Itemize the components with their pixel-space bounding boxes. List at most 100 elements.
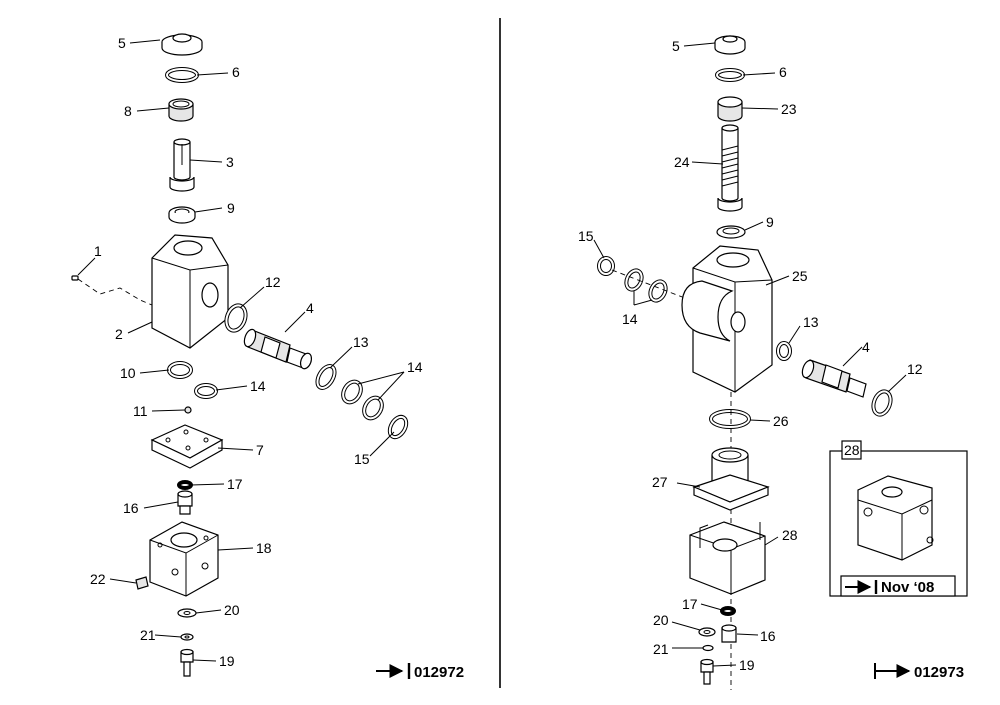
callout-27: 27 xyxy=(652,474,668,490)
part-o-ring xyxy=(167,361,193,379)
callout-9: 9 xyxy=(766,214,774,230)
callout-5: 5 xyxy=(672,38,680,54)
part-plug xyxy=(714,35,746,55)
right-exploded-view: 28 Nov ‘08 xyxy=(578,35,968,690)
part-o-ring xyxy=(709,409,751,429)
part-mounting-bracket xyxy=(689,521,766,595)
serial-marker-left: 012972 xyxy=(376,663,464,681)
left-exploded-view: 5 6 8 3 9 1 2 12 4 13 14 10 14 11 15 7 1… xyxy=(71,33,464,681)
part-o-ring xyxy=(871,389,893,417)
callout-23: 23 xyxy=(781,101,797,117)
callout-15: 15 xyxy=(578,228,594,244)
part-backup-ring xyxy=(624,268,668,303)
callout-22: 22 xyxy=(90,571,106,587)
part-plug xyxy=(135,576,149,590)
part-valve-block xyxy=(149,521,219,597)
callout-4: 4 xyxy=(306,300,314,316)
callout-21: 21 xyxy=(653,641,669,657)
part-o-ring xyxy=(165,67,199,83)
part-valve-housing xyxy=(681,245,773,393)
callout-25: 25 xyxy=(792,268,808,284)
callout-16: 16 xyxy=(123,500,139,516)
part-snap-ring xyxy=(597,256,615,276)
callout-12: 12 xyxy=(907,361,923,377)
callout-28: 28 xyxy=(782,527,798,543)
part-fitting xyxy=(177,490,193,515)
callout-16: 16 xyxy=(760,628,776,644)
callout-13: 13 xyxy=(353,334,369,350)
part-washer xyxy=(720,606,736,616)
callout-14: 14 xyxy=(250,378,266,394)
callout-18: 18 xyxy=(256,540,272,556)
left-leader-lines xyxy=(77,39,405,662)
part-bolt xyxy=(700,658,714,685)
part-o-ring xyxy=(715,68,745,82)
callout-14: 14 xyxy=(622,311,638,327)
part-flange-adapter xyxy=(692,447,770,511)
inset-number: 28 xyxy=(844,442,860,458)
callout-21: 21 xyxy=(140,627,156,643)
inset-bracket-drawing xyxy=(857,475,934,561)
callout-6: 6 xyxy=(779,64,787,80)
part-backup-ring xyxy=(194,383,218,399)
callout-8: 8 xyxy=(124,103,132,119)
part-seal xyxy=(168,206,196,224)
callout-4: 4 xyxy=(862,339,870,355)
serial-number-left: 012972 xyxy=(414,664,464,681)
part-washer xyxy=(180,633,194,641)
callout-7: 7 xyxy=(256,442,264,458)
callout-3: 3 xyxy=(226,154,234,170)
serial-marker-right: 012973 xyxy=(874,663,964,681)
part-bolt xyxy=(180,648,194,677)
callout-26: 26 xyxy=(773,413,789,429)
inset-note: Nov ‘08 xyxy=(881,579,934,596)
callout-17: 17 xyxy=(682,596,698,612)
part-seal xyxy=(716,225,746,239)
callout-5: 5 xyxy=(118,35,126,51)
part-valve-housing xyxy=(151,234,229,349)
part-plunger xyxy=(243,328,313,370)
part-washer xyxy=(177,480,193,490)
part-plate xyxy=(150,424,224,469)
callout-15: 15 xyxy=(354,451,370,467)
part-washer xyxy=(177,608,197,618)
serial-number-right: 012973 xyxy=(914,664,964,681)
callout-9: 9 xyxy=(227,200,235,216)
callout-13: 13 xyxy=(803,314,819,330)
part-backup-ring xyxy=(341,379,384,421)
part-spring-plunger xyxy=(717,124,743,212)
part-ball xyxy=(184,406,192,414)
right-leader-lines xyxy=(593,42,907,667)
part-snap-ring xyxy=(387,414,409,440)
inset-detail-box: 28 Nov ‘08 xyxy=(829,440,968,597)
part-o-ring xyxy=(776,341,792,361)
left-callouts: 5 6 8 3 9 1 2 12 4 13 14 10 14 11 15 7 1… xyxy=(90,35,423,669)
part-washer xyxy=(702,644,714,652)
part-plug xyxy=(161,33,203,56)
part-plunger xyxy=(801,359,867,398)
callout-20: 20 xyxy=(224,602,240,618)
callout-20: 20 xyxy=(653,612,669,628)
part-pin xyxy=(71,275,153,306)
part-spool xyxy=(169,138,195,192)
part-bushing xyxy=(717,96,743,122)
callout-17: 17 xyxy=(227,476,243,492)
callout-24: 24 xyxy=(674,154,690,170)
part-fitting xyxy=(721,624,737,643)
callout-19: 19 xyxy=(219,653,235,669)
assembly-path xyxy=(611,269,691,301)
callout-1: 1 xyxy=(94,243,102,259)
callout-19: 19 xyxy=(739,657,755,673)
callout-11: 11 xyxy=(133,403,148,419)
callout-6: 6 xyxy=(232,64,240,80)
callout-12: 12 xyxy=(265,274,281,290)
callout-10: 10 xyxy=(120,365,136,381)
callout-14: 14 xyxy=(407,359,423,375)
part-o-ring xyxy=(224,303,248,333)
callout-2: 2 xyxy=(115,326,123,342)
part-washer xyxy=(698,627,716,637)
part-bushing xyxy=(168,98,194,122)
part-o-ring xyxy=(315,364,337,390)
right-callouts: 5 6 23 24 9 15 25 14 13 4 12 26 27 28 17… xyxy=(578,38,923,673)
